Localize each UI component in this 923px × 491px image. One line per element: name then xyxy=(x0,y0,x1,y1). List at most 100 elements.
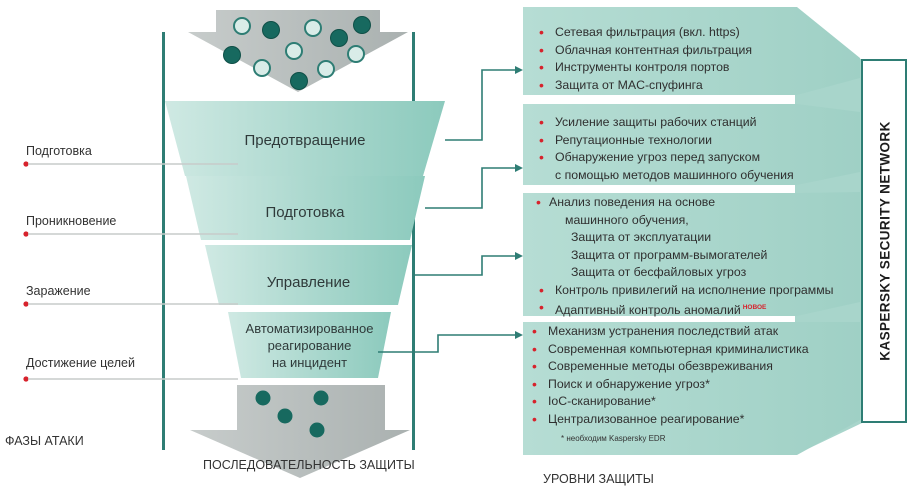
funnel-label-preparation: Подготовка xyxy=(265,204,345,221)
list-item: • Поиск и обнаружение угроз* xyxy=(526,376,809,394)
box-4-list: • Механизм устранения последствий атак • С… xyxy=(526,323,809,428)
bullet-dot-icon xyxy=(23,301,29,307)
list-item-text: Адаптивный контроль аномалий xyxy=(555,303,741,318)
list-item: Защита от бесфайловых угроз xyxy=(533,264,834,282)
filtered-threat-dots xyxy=(255,390,329,438)
protection-box-2 xyxy=(523,104,860,185)
bullet-dot-icon: • xyxy=(532,340,537,357)
list-item-text: Защита от MAC-спуфинга xyxy=(555,77,703,92)
bullet-dot-icon: • xyxy=(539,41,544,58)
filtered-threats-funnel xyxy=(190,385,410,478)
threat-dot-dark-icon xyxy=(277,408,293,424)
ksn-label: KASPERSKY SECURITY NETWORK xyxy=(877,121,893,361)
threat-dot-dark-icon xyxy=(290,72,308,90)
list-item-text: Обнаружение угроз перед запуском xyxy=(555,150,761,164)
funnel-stage-management xyxy=(205,245,412,305)
funnel-label-management: Управление xyxy=(266,274,351,291)
bullet-dot-icon: • xyxy=(539,59,544,75)
list-item-text: Централизованное реагирование* xyxy=(548,411,745,426)
list-item-text: Защита от программ-вымогателей xyxy=(571,247,768,262)
protection-box-3 xyxy=(523,192,860,316)
bullet-dot-icon: • xyxy=(539,281,544,298)
left-rail xyxy=(162,32,165,450)
right-rail xyxy=(412,32,415,450)
attack-phase-infection: Заражение xyxy=(26,284,91,298)
threat-dot-dark-icon xyxy=(223,46,241,64)
funnel-label-response-line: Автоматизированное xyxy=(245,321,374,336)
list-item: • Современные методы обезвреживания xyxy=(526,358,809,376)
bullet-dot-icon xyxy=(23,231,29,237)
bullet-dot-icon: • xyxy=(536,194,541,210)
bullet-dot-icon: • xyxy=(532,375,537,392)
bullet-dot-icon: • xyxy=(532,323,537,339)
phase-markers xyxy=(23,161,238,382)
sequence-header: ПОСЛЕДОВАТЕЛЬНОСТЬ ЗАЩИТЫ xyxy=(203,458,415,472)
threat-dot-light-icon xyxy=(285,42,303,60)
attack-phase-goal: Достижение целей xyxy=(26,356,135,370)
funnel-stage-response xyxy=(228,312,391,378)
list-item: • Централизованное реагирование* xyxy=(526,411,809,429)
threat-dot-dark-icon xyxy=(330,29,348,47)
bullet-dot-icon: • xyxy=(539,24,544,40)
attack-phase-penetration: Проникновение xyxy=(26,214,117,228)
list-item-text: Защита от бесфайловых угроз xyxy=(571,265,747,279)
list-item-text: Инструменты контроля портов xyxy=(555,60,730,74)
funnel-stage-prevention xyxy=(165,101,445,176)
bullet-dot-icon: • xyxy=(532,410,537,427)
list-item: Защита от эксплуатации xyxy=(533,229,834,247)
funnel-stage-preparation xyxy=(186,176,425,240)
levels-header: УРОВНИ ЗАЩИТЫ xyxy=(543,472,654,486)
list-item-text: Механизм устранения последствий атак xyxy=(548,324,779,338)
list-item-text: Современная компьютерная криминалистика xyxy=(548,341,809,356)
list-item: • Обнаружение угроз перед запуском xyxy=(533,149,794,167)
threat-dot-light-icon xyxy=(317,60,335,78)
list-item: Защита от программ-вымогателей xyxy=(533,247,834,265)
bullet-dot-icon xyxy=(23,376,29,382)
list-item-text: Современные методы обезвреживания xyxy=(548,359,773,373)
funnel-label-prevention: Предотвращение xyxy=(244,132,366,149)
funnel-label-response-line: реагирование xyxy=(267,338,352,353)
bullet-dot-icon: • xyxy=(539,149,544,165)
list-item: • Инструменты контроля портов xyxy=(533,59,752,77)
list-item-text: с помощью методов машинного обучения xyxy=(555,167,794,182)
list-item-text: Анализ поведения на основе xyxy=(549,195,716,209)
list-item-text: Усиление защиты рабочих станций xyxy=(555,115,757,129)
list-item: машинного обучения, xyxy=(533,212,834,230)
list-item: • Механизм устранения последствий атак xyxy=(526,323,809,341)
bullet-dot-icon: • xyxy=(539,299,544,315)
bullet-dot-icon: • xyxy=(539,131,544,148)
list-item: • Защита от MAC-спуфинга xyxy=(533,77,752,95)
list-item: • Облачная контентная фильтрация xyxy=(533,42,752,60)
list-item-text: Облачная контентная фильтрация xyxy=(555,42,753,57)
list-item-text: Поиск и обнаружение угроз* xyxy=(548,376,710,391)
bullet-dot-icon: • xyxy=(532,358,537,374)
threat-dot-dark-icon xyxy=(313,390,329,406)
bullet-dot-icon xyxy=(23,161,29,167)
protection-box-1 xyxy=(523,7,860,95)
threat-dot-dark-icon xyxy=(309,422,325,438)
edr-footnote: * необходим Kaspersky EDR xyxy=(561,434,666,443)
funnel-label-response: Автоматизированное реагирование на инцид… xyxy=(228,320,391,371)
box-2-list: •Усиление защиты рабочих станций •Репута… xyxy=(533,114,794,184)
bullet-dot-icon: • xyxy=(539,76,544,93)
incoming-threat-dots xyxy=(223,16,371,90)
list-item: • IoC-сканирование* xyxy=(526,393,809,411)
phases-header: ФАЗЫ АТАКИ xyxy=(5,434,84,448)
list-item-text: IoC-сканирование* xyxy=(548,394,656,408)
ksn-label-container: KASPERSKY SECURITY NETWORK xyxy=(864,60,906,422)
box-3-list: • Анализ поведения на основе машинного об… xyxy=(533,194,834,320)
list-item-text: Защита от эксплуатации xyxy=(571,230,712,244)
list-item-text: машинного обучения, xyxy=(565,212,689,227)
threat-dot-dark-icon xyxy=(262,21,280,39)
ksn-frame xyxy=(861,59,907,423)
attack-phase-preparation: Подготовка xyxy=(26,144,92,158)
list-item: •Усиление защиты рабочих станций xyxy=(533,114,794,132)
bullet-dot-icon: • xyxy=(532,393,537,409)
threat-dot-dark-icon xyxy=(255,390,271,406)
connectors xyxy=(378,69,518,353)
list-item: • Анализ поведения на основе xyxy=(533,194,834,212)
list-item-text: Контроль привилегий на исполнение програ… xyxy=(555,282,834,297)
arrow-icon xyxy=(515,66,523,339)
